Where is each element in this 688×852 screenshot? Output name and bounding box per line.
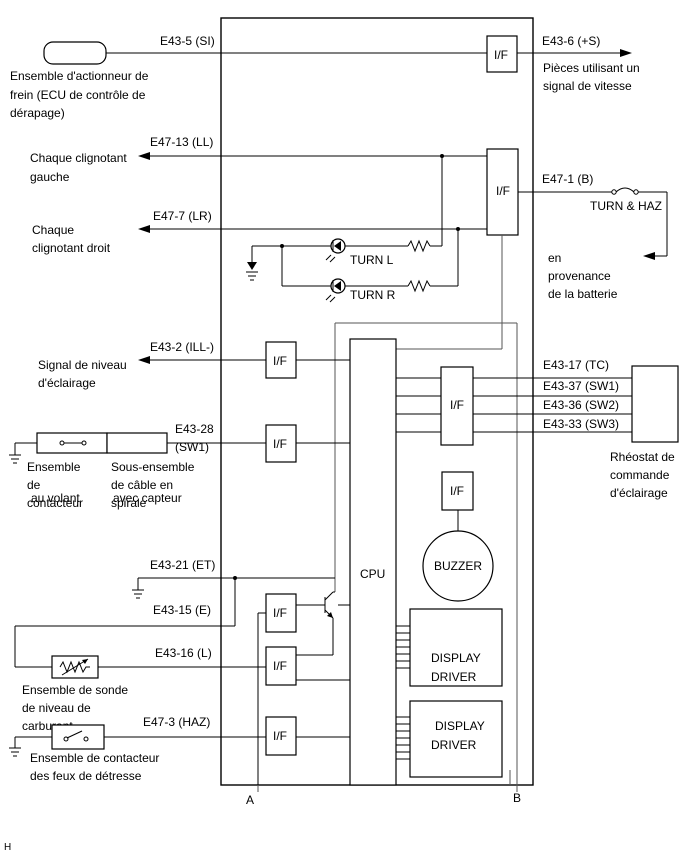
signal-e43-28: E43-28 — [175, 422, 214, 436]
battery-arrow — [643, 252, 655, 260]
signal-e43-16-l: E43-16 (L) — [155, 646, 212, 660]
steering-switch-label: Ensemble de contacteur — [27, 460, 84, 510]
if-block-hazard — [265, 716, 297, 756]
fuel-sender-variable-resistor — [59, 658, 90, 676]
if-block-label: I/F — [273, 437, 287, 451]
speed-signal-parts-label: Pièces utilisant un signal de vitesse — [543, 61, 643, 93]
right-turn-label: Chaque clignotant droit — [32, 223, 111, 255]
signal-e43-5-si: E43-5 (SI) — [160, 34, 215, 48]
hazard-switch-label: Ensemble de contacteur des feux de détre… — [30, 751, 163, 783]
brake-actuator-label: Ensemble d'actionneur de frein (ECU de c… — [10, 69, 152, 120]
if-block-buzzer — [441, 471, 474, 511]
speed-output-arrow — [620, 49, 632, 57]
illumination-arrow — [138, 356, 150, 364]
turn-r-indicator-led — [325, 278, 346, 303]
cpu-block — [349, 338, 397, 786]
buzzer-label: BUZZER — [434, 559, 482, 573]
right-turn-arrow — [138, 225, 150, 233]
turn-l-indicator-led — [325, 238, 346, 263]
ground-symbol — [246, 262, 258, 281]
signal-e43-2-ill: E43-2 (ILL-) — [150, 340, 214, 354]
steering-switch-overlap-label: au volant — [31, 491, 80, 505]
spiral-cable-overlap-label: avec capteur — [113, 491, 182, 505]
if-block-label: I/F — [273, 729, 287, 743]
display-driver-2 — [409, 700, 503, 778]
if-block-label: I/F — [273, 606, 287, 620]
signal-e47-1-b: E47-1 (B) — [542, 172, 593, 186]
turn-l-resistor — [407, 239, 431, 253]
if-block-label: I/F — [273, 659, 287, 673]
brake-actuator-block — [43, 41, 107, 65]
rheostat-block — [631, 365, 679, 443]
signal-sw1: (SW1) — [175, 440, 209, 454]
ground-symbol — [9, 443, 21, 464]
if-block-speed-output — [486, 35, 518, 73]
hazard-switch-block — [51, 724, 105, 750]
signal-e47-13-ll: E47-13 (LL) — [150, 135, 213, 149]
if-block-label: I/F — [273, 354, 287, 368]
display-bus-lines — [396, 625, 410, 760]
turn-l-label: TURN L — [350, 253, 394, 267]
display-driver-1-label: DISPLAY DRIVER — [431, 651, 484, 684]
point-b-label: B — [513, 791, 521, 805]
corner-mark: H — [4, 842, 11, 852]
if-block-illumination — [265, 341, 297, 379]
if-block-label: I/F — [496, 184, 510, 198]
steering-switch-contact — [59, 440, 87, 446]
battery-label: en provenance de la batterie — [548, 251, 618, 301]
if-block-e — [265, 593, 297, 633]
turn-haz-fuse — [611, 187, 639, 195]
if-block-label: I/F — [450, 484, 464, 498]
turn-r-resistor — [407, 279, 431, 293]
left-turn-arrow — [138, 152, 150, 160]
turn-r-label: TURN R — [350, 288, 396, 302]
spiral-cable-label: Sous-ensemble de câble en spirale — [111, 460, 198, 510]
if-block-l — [265, 646, 297, 686]
cpu-label: CPU — [360, 567, 385, 581]
ground-symbol — [9, 737, 21, 757]
left-turn-label: Chaque clignotant gauche — [30, 151, 130, 184]
hazard-switch-contact — [63, 730, 89, 742]
if-block-rheostat — [440, 366, 474, 446]
signal-e43-17-tc: E43-17 (TC) — [543, 358, 609, 372]
if-block-label: I/F — [494, 48, 508, 62]
point-a-label: A — [246, 793, 254, 807]
signal-e43-15-e: E43-15 (E) — [153, 603, 211, 617]
transistor — [316, 591, 335, 619]
signal-e43-33-sw3: E43-33 (SW3) — [543, 417, 619, 431]
spiral-cable-block — [106, 432, 168, 454]
signal-e43-37-sw1: E43-37 (SW1) — [543, 379, 619, 393]
turn-haz-fuse-label: TURN & HAZ — [590, 199, 662, 213]
buzzer — [422, 530, 494, 602]
signal-e43-36-sw2: E43-36 (SW2) — [543, 398, 619, 412]
illumination-signal-label: Signal de niveau d'éclairage — [38, 358, 130, 390]
signal-e47-7-lr: E47-7 (LR) — [153, 209, 212, 223]
rheostat-label: Rhéostat de commande d'éclairage — [610, 450, 678, 500]
ground-symbol — [132, 578, 144, 599]
display-driver-2-label: DISPLAY DRIVER — [431, 719, 488, 752]
signal-e43-6-plus-s: E43-6 (+S) — [542, 34, 600, 48]
signal-e43-21-et: E43-21 (ET) — [150, 558, 215, 572]
if-block-label: I/F — [450, 398, 464, 412]
if-block-sw1 — [265, 424, 297, 463]
signal-e47-3-haz: E47-3 (HAZ) — [143, 715, 210, 729]
